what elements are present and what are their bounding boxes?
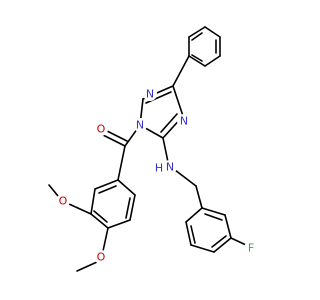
bond <box>107 219 131 229</box>
bond <box>204 55 221 67</box>
bond <box>98 185 117 194</box>
bond <box>174 169 197 187</box>
atom-label-nitrogen: N <box>166 161 174 174</box>
bond <box>190 225 196 244</box>
bond <box>94 179 119 190</box>
bond <box>93 210 108 223</box>
bond <box>211 235 227 248</box>
bond <box>145 91 172 104</box>
atom-background <box>56 194 70 208</box>
bond <box>190 244 215 253</box>
bond <box>68 203 92 215</box>
bond <box>129 194 136 221</box>
bond <box>102 134 126 147</box>
atom-label-oxygen: O <box>97 251 106 264</box>
atom-label-oxygen: O <box>59 195 68 208</box>
bond <box>191 32 203 41</box>
bond <box>117 145 126 181</box>
bond <box>230 237 247 246</box>
bond-layer <box>48 26 247 272</box>
bond <box>172 55 190 87</box>
atom-background <box>244 241 258 255</box>
bond <box>188 26 206 38</box>
atom-label-nitrogen: N <box>136 119 144 132</box>
atom-label-fluorine: F <box>248 242 254 255</box>
bond <box>204 26 221 38</box>
bond <box>117 179 136 196</box>
bond <box>213 237 232 253</box>
atom-label-nitrogen: N <box>180 115 188 128</box>
bond <box>185 221 192 246</box>
bond <box>104 129 128 142</box>
atom-background <box>94 250 108 264</box>
bond <box>76 261 98 272</box>
bond <box>162 137 169 163</box>
bond <box>172 85 184 117</box>
atom-background <box>177 114 191 128</box>
atom-label-layer: N N N N H O O O F <box>56 87 258 264</box>
bond <box>90 188 96 215</box>
bond <box>201 207 226 216</box>
bond <box>90 213 109 229</box>
atom-background <box>163 160 177 174</box>
bond <box>48 184 59 197</box>
atom-background <box>133 118 147 132</box>
bond <box>125 197 131 219</box>
bond <box>185 207 203 223</box>
bond <box>160 113 178 133</box>
bond <box>224 214 232 239</box>
atom-label-oxygen: O <box>97 123 106 136</box>
atom-label-hydrogen: H <box>155 162 163 175</box>
bond <box>188 55 206 67</box>
bond <box>195 185 203 209</box>
bond <box>191 54 203 62</box>
molecule-structure: N N N N H O O O F <box>48 26 258 272</box>
bond <box>204 213 223 221</box>
atom-background <box>94 122 108 136</box>
atom-background <box>143 87 157 101</box>
bond <box>102 227 109 252</box>
atom-label-nitrogen: N <box>146 88 154 101</box>
